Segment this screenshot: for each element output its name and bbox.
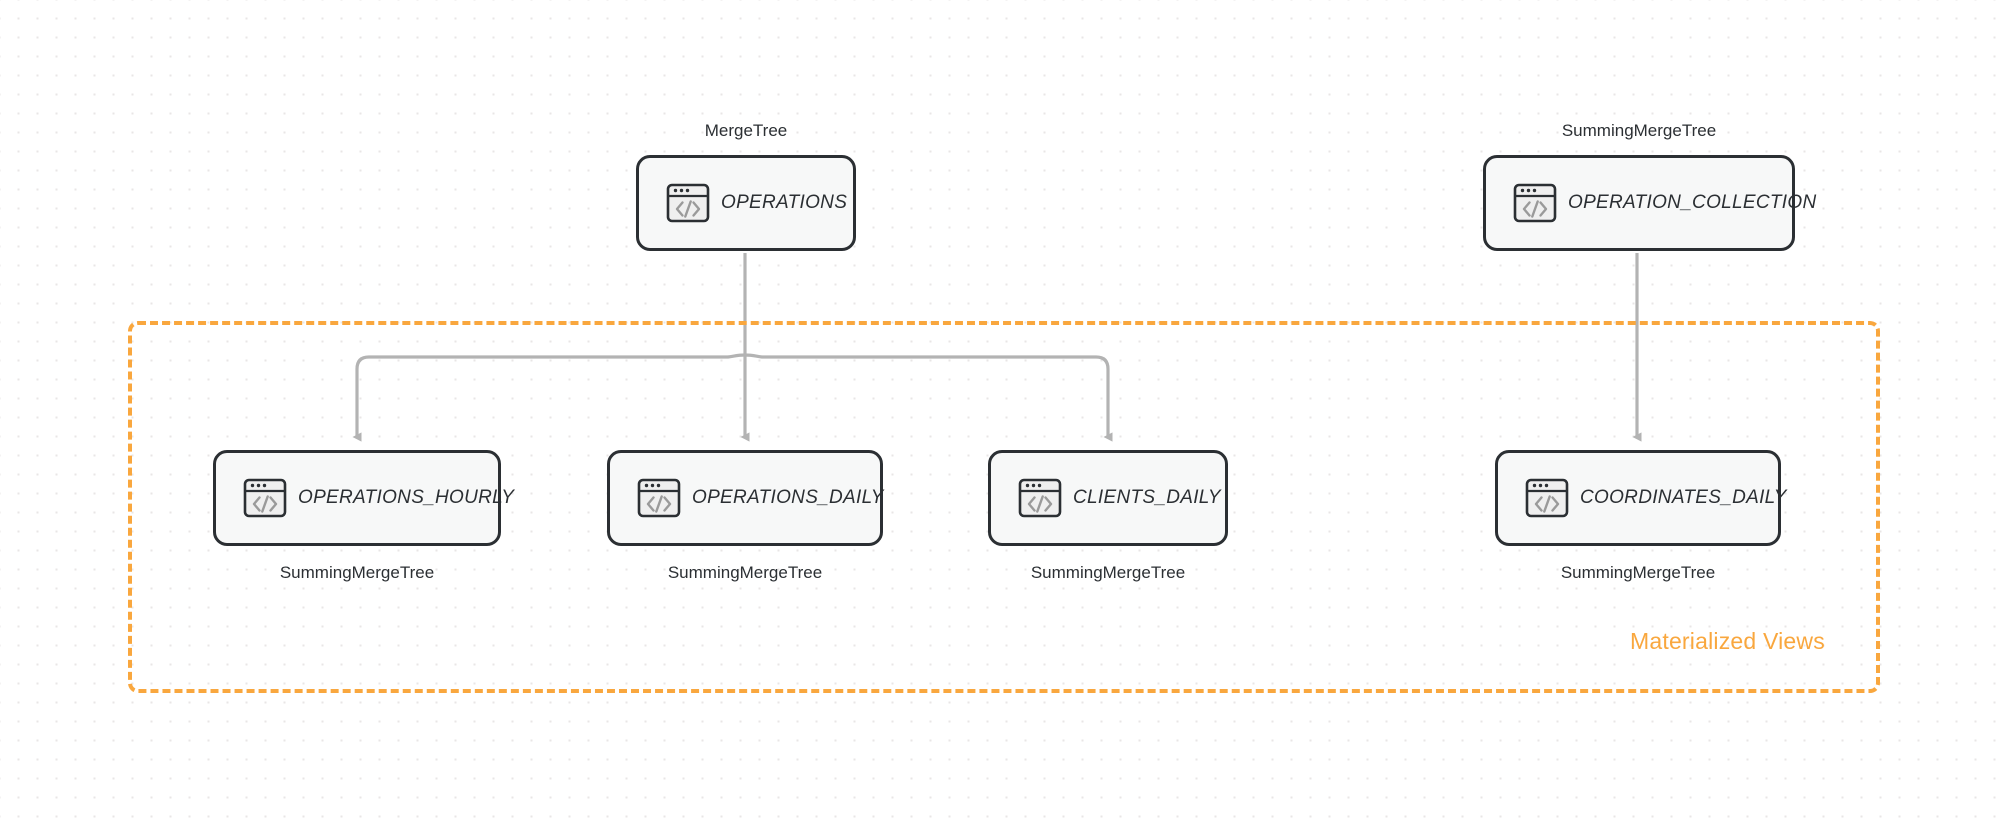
materialized-views-group-label: Materialized Views	[1630, 628, 1825, 654]
node-operation-collection[interactable]: OPERATION_COLLECTION	[1483, 155, 1816, 251]
code-window-icon	[242, 475, 288, 521]
node-coordinates-daily-label: COORDINATES_DAILY	[1580, 487, 1787, 508]
code-window-icon	[665, 180, 711, 226]
code-window-icon	[1512, 180, 1558, 226]
node-operation-collection-label: OPERATION_COLLECTION	[1568, 192, 1817, 213]
code-window-icon	[1524, 475, 1570, 521]
node-coordinates-daily[interactable]: COORDINATES_DAILY	[1495, 450, 1786, 546]
engine-label-clients-daily: SummingMergeTree	[1030, 563, 1186, 582]
engine-label-coordinates-daily: SummingMergeTree	[1560, 563, 1716, 582]
code-window-icon	[1017, 475, 1063, 521]
node-clients-daily[interactable]: CLIENTS_DAILY	[988, 450, 1228, 546]
materialized-views-group-frame	[128, 321, 1880, 693]
code-window-icon	[636, 475, 682, 521]
node-operations-daily[interactable]: OPERATIONS_DAILY	[607, 450, 883, 546]
engine-label-operations-daily: SummingMergeTree	[667, 563, 823, 582]
node-operations-daily-label: OPERATIONS_DAILY	[692, 487, 884, 508]
node-operations-hourly[interactable]: OPERATIONS_HOURLY	[213, 450, 514, 546]
node-operations-hourly-label: OPERATIONS_HOURLY	[298, 487, 515, 508]
node-operations-label: OPERATIONS	[721, 192, 848, 213]
node-operations[interactable]: OPERATIONS	[636, 155, 856, 251]
node-clients-daily-label: CLIENTS_DAILY	[1073, 487, 1221, 508]
engine-label-operations-hourly: SummingMergeTree	[279, 563, 435, 582]
engine-label-operations: MergeTree	[704, 121, 788, 140]
engine-label-operation-collection: SummingMergeTree	[1561, 121, 1717, 140]
